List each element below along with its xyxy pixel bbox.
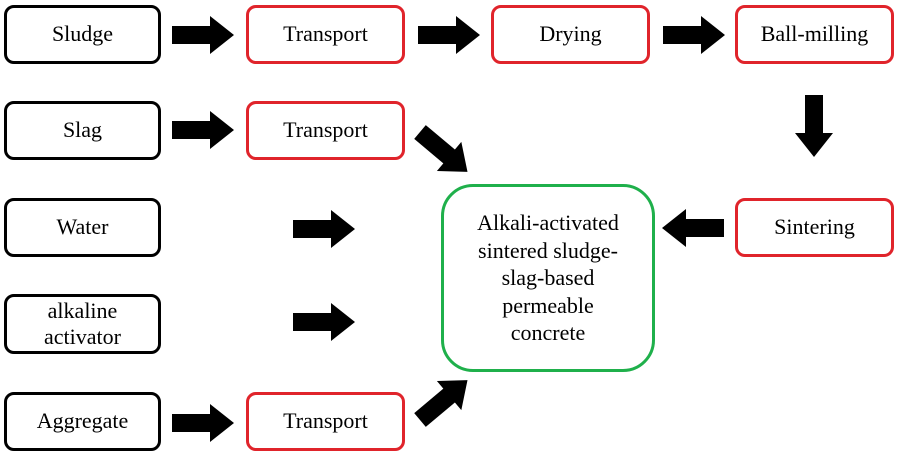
node-transport-sludge: Transport	[246, 5, 405, 64]
target-line-1: Alkali-activated	[477, 210, 619, 236]
target-line-3: slag-based	[501, 265, 595, 291]
node-transport-slag-label: Transport	[283, 117, 368, 143]
node-slag-label: Slag	[62, 117, 103, 143]
arrow-aggregate-to-transport	[172, 404, 234, 442]
node-alkaline-activator: alkaline activator	[4, 294, 161, 354]
target-line-5: concrete	[510, 320, 586, 346]
arrow-alkaline-to-target	[293, 303, 355, 341]
node-slag: Slag	[4, 101, 161, 160]
arrow-transport-aggregate-to-target	[407, 365, 480, 435]
node-ball-milling: Ball-milling	[735, 5, 894, 64]
node-water-label: Water	[56, 214, 109, 240]
arrow-drying-to-ballmilling	[663, 16, 725, 54]
arrow-transport-to-drying	[418, 16, 480, 54]
node-transport-slag: Transport	[246, 101, 405, 160]
target-line-4: permeable	[502, 292, 594, 318]
node-transport-sludge-label: Transport	[283, 21, 368, 47]
node-sludge: Sludge	[4, 5, 161, 64]
arrow-water-to-target	[293, 210, 355, 248]
node-water: Water	[4, 198, 161, 257]
node-drying: Drying	[491, 5, 650, 64]
target-line-2: sintered sludge-	[478, 237, 618, 263]
node-aggregate-label: Aggregate	[36, 408, 129, 434]
node-alkaline-label-line1: alkaline	[47, 297, 118, 323]
node-sintering-label: Sintering	[774, 214, 855, 240]
node-sludge-label: Sludge	[51, 21, 114, 47]
node-transport-aggregate-label: Transport	[283, 408, 368, 434]
arrow-sludge-to-transport	[172, 16, 234, 54]
arrow-transport-slag-to-target	[407, 117, 480, 187]
arrow-sintering-to-target	[662, 209, 724, 247]
arrow-slag-to-transport	[172, 111, 234, 149]
node-ball-milling-label: Ball-milling	[760, 21, 869, 47]
node-alkaline-label-line2: activator	[44, 324, 121, 349]
node-sintering: Sintering	[735, 198, 894, 257]
node-target-concrete: Alkali-activated sintered sludge- slag-b…	[441, 184, 655, 372]
node-drying-label: Drying	[539, 21, 602, 47]
node-aggregate: Aggregate	[4, 392, 161, 451]
arrow-ballmilling-to-sintering	[795, 95, 833, 157]
node-transport-aggregate: Transport	[246, 392, 405, 451]
